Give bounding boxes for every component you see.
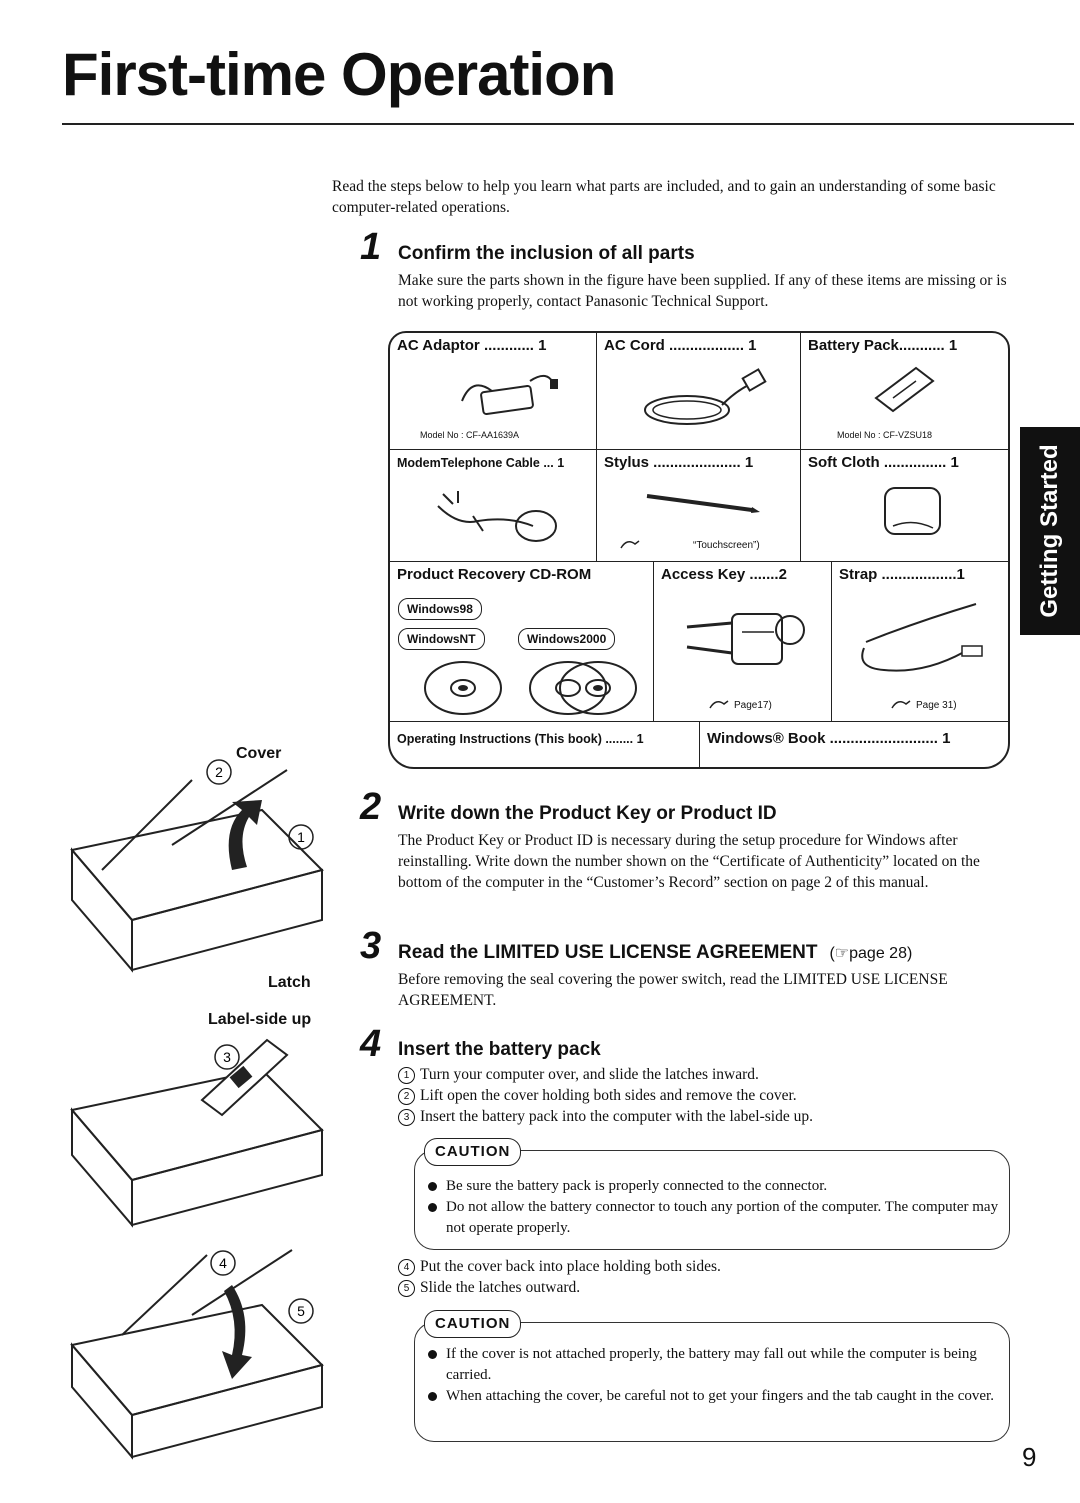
part-recovery-cd-label: Product Recovery CD-ROM [397,566,592,583]
step-3-heading-row: Read the LIMITED USE LICENSE AGREEMENT (… [398,942,912,964]
battery-pack-icon [874,366,935,413]
illustration-label-cover: Cover [236,745,282,762]
part-stylus-label: Stylus ..................... 1 [604,454,754,471]
ac-adaptor-icon [461,374,558,415]
page-title: First-time Operation [62,41,616,108]
part-ac-adaptor: AC Adaptor ............ 1 Model No : CF-… [390,333,597,450]
illustration-label-label-side-up: Label-side up [208,1011,312,1028]
soft-cloth-icon [884,487,941,535]
access-key-icon [686,613,805,665]
step-5-marker-icon: 5 [288,1298,314,1324]
cover-reattach-illustration [70,1249,324,1460]
strap-note: Page 31) [916,700,957,711]
part-windows-book-label: Windows® Book ..........................… [707,730,951,747]
part-modem-cable: ModemTelephone Cable ... 1 [390,450,597,562]
reference-manual-icon [620,540,640,549]
parts-table: AC Adaptor ............ 1 Model No : CF-… [388,331,1010,769]
step-2-heading: Write down the Product Key or Product ID [398,803,777,824]
svg-text:1: 1 [297,829,305,845]
caution-label-1: CAUTION [424,1138,522,1166]
step-1-heading: Confirm the inclusion of all parts [398,243,695,264]
step-4-marker-icon: 4 [210,1250,236,1276]
step-2-marker-icon: 2 [206,759,232,785]
caution-2-item-1: If the cover is not attached properly, t… [428,1344,998,1386]
page-ref-icon: ☞ [834,945,850,962]
access-key-note: Page17) [734,700,772,711]
step-3-text: Before removing the seal covering the po… [398,971,948,1009]
caution-label-2: CAUTION [424,1310,522,1338]
caution-1-item-2: Do not allow the battery connector to to… [428,1197,1001,1239]
stylus-note: “Touchscreen”) [693,540,760,551]
cd-disc-icon [424,661,637,715]
side-tab: Getting Started [1020,427,1080,635]
part-operating-instructions: Operating Instructions (This book) .....… [390,722,700,767]
part-operating-instructions-label: Operating Instructions (This book) .....… [397,732,644,746]
page-number: 9 [1022,1442,1037,1472]
side-tab-label: Getting Started [1036,444,1063,618]
part-access-key: Access Key .......2 Page17) [654,562,832,722]
part-recovery-cd: Product Recovery CD-ROM Windows98 Window… [390,562,654,722]
part-ac-adaptor-label: AC Adaptor ............ 1 [397,337,547,354]
strap-icon [861,603,983,672]
step-1-number: 1 [360,226,382,268]
part-soft-cloth-label: Soft Cloth ............... 1 [808,454,959,471]
part-modem-cable-label: ModemTelephone Cable ... 1 [397,456,565,470]
intro-text: Read the steps below to help you learn w… [332,178,996,216]
badge-windows98: Windows98 [398,598,482,620]
part-strap-label: Strap ..................1 [839,566,965,583]
part-access-key-label: Access Key .......2 [661,566,787,583]
part-soft-cloth: Soft Cloth ............... 1 [801,450,1008,562]
part-stylus: Stylus ..................... 1 “Touchscr… [597,450,801,562]
caution-box-2 [414,1322,1010,1442]
badge-windowsnt: WindowsNT [398,628,485,650]
step-2-text: The Product Key or Product ID is necessa… [398,832,980,891]
svg-text:4: 4 [219,1255,227,1271]
stylus-icon [646,494,760,513]
part-battery-pack: Battery Pack........... 1 Model No : CF-… [801,333,1008,450]
part-ac-cord-label: AC Cord .................. 1 [604,337,757,354]
part-ac-cord: AC Cord .................. 1 [597,333,801,450]
page-ref-icon [891,700,911,709]
part-battery-pack-label: Battery Pack........... 1 [808,337,958,354]
title-divider [62,123,1074,125]
ac-cord-icon [644,368,767,425]
step-1-marker-icon: 1 [288,824,314,850]
svg-text:3: 3 [223,1049,231,1065]
step-3-marker-icon: 3 [214,1044,240,1070]
part-windows-book: Windows® Book ..........................… [700,722,1008,767]
svg-text:5: 5 [297,1303,305,1319]
battery-pack-model: Model No : CF-VZSU18 [837,430,933,440]
modem-cable-icon [437,491,557,542]
illustration-label-latch: Latch [268,974,311,991]
ac-adaptor-model: Model No : CF-AA1639A [420,430,520,440]
caution-1-item-1: Be sure the battery pack is properly con… [428,1176,1001,1197]
badge-windows2000: Windows2000 [518,628,616,650]
caution-box-1 [414,1150,1010,1250]
step-1-text: Make sure the parts shown in the figure … [398,272,1007,310]
part-strap: Strap ..................1 Page 31) [832,562,1008,722]
step-3-heading: Read the LIMITED USE LICENSE AGREEMENT [398,942,818,963]
battery-cover-removal-illustration [70,769,324,973]
step-2-number: 2 [360,786,382,828]
step-4-heading: Insert the battery pack [398,1039,601,1060]
page-ref-icon [709,700,729,709]
step-3-page-ref: (☞page 28) [829,945,913,962]
caution-2-item-2: When attaching the cover, be careful not… [428,1386,998,1407]
svg-text:2: 2 [215,764,223,780]
step-3-number: 3 [360,925,382,967]
step-4-number: 4 [360,1023,382,1065]
battery-insertion-illustration [70,1038,324,1228]
